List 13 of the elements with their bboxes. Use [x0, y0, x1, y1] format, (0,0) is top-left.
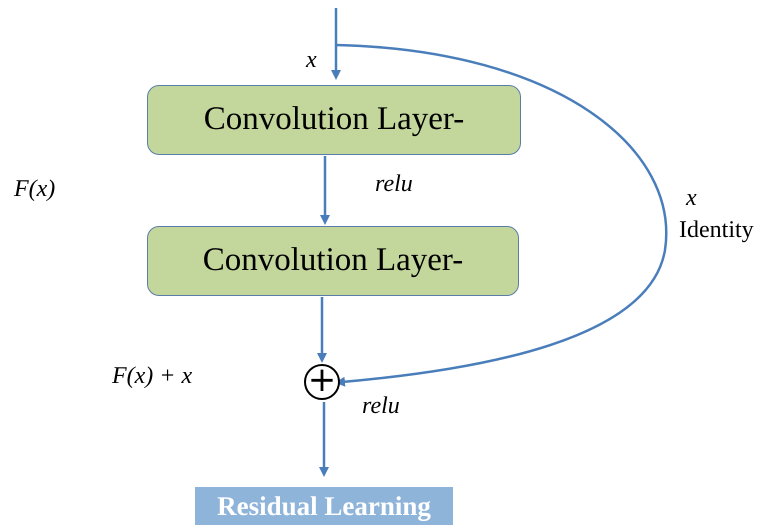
annotation-text: x [686, 186, 697, 210]
output-box: Residual Learning [195, 487, 453, 525]
sum-node: + [304, 364, 340, 400]
arrow [320, 156, 330, 225]
arrow [335, 44, 667, 387]
annotation-text: F(x) + x [112, 364, 192, 388]
annotation-text: F(x) [14, 177, 56, 201]
arrow [319, 402, 329, 477]
layer-box: Convolution Layer- [147, 226, 519, 296]
layer-box: Convolution Layer- [147, 85, 521, 155]
annotation-text: Identity [679, 218, 754, 242]
arrow [331, 8, 341, 80]
arrow [317, 297, 327, 363]
